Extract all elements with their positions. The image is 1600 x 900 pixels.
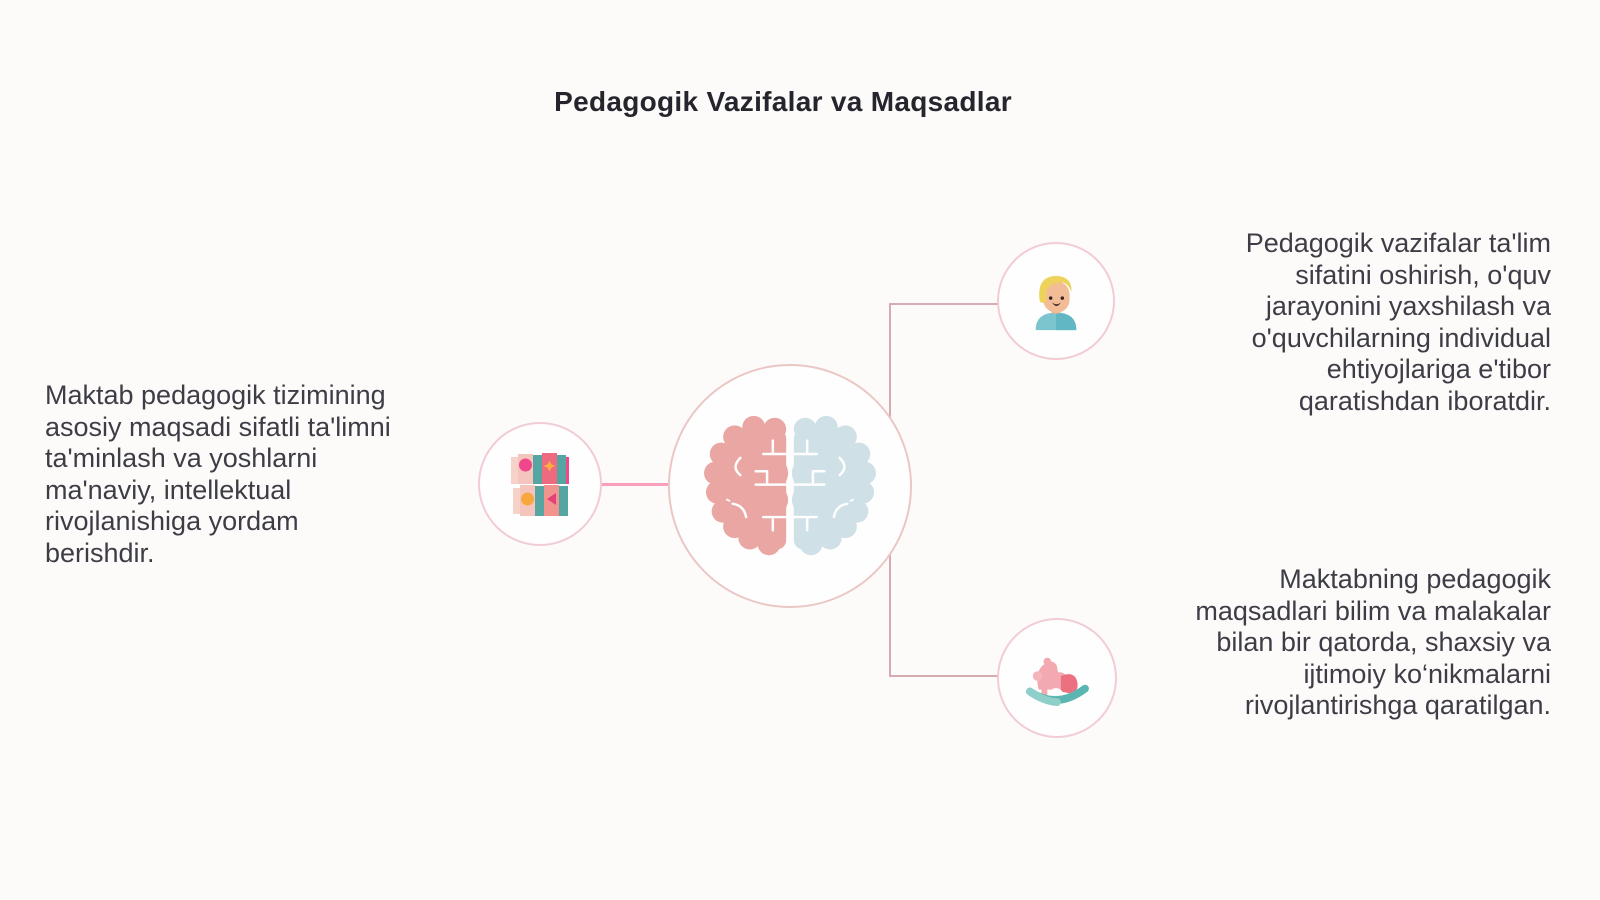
top-right-node <box>997 242 1115 360</box>
connector-bottom-right-line <box>889 675 1001 677</box>
top-right-description: Pedagogik vazifalar ta'lim sifatini oshi… <box>1245 228 1551 416</box>
page-title: Pedagogik Vazifalar va Maqsadlar <box>554 86 1012 117</box>
connector-top-right-line <box>889 303 1001 305</box>
brain-icon <box>704 414 876 557</box>
left-description: Maktab pedagogik tizimining asosiy maqsa… <box>45 380 391 568</box>
left-node <box>478 422 602 546</box>
books-icon <box>511 453 569 516</box>
bottom-right-description: Maktabning pedagogik maqsadlari bilim va… <box>1195 564 1551 720</box>
student-avatar-icon <box>1035 275 1077 331</box>
bottom-right-node <box>997 618 1117 738</box>
connector-left-line <box>600 483 670 486</box>
rocking-horse-icon <box>1026 657 1089 707</box>
central-brain-node <box>668 364 912 608</box>
